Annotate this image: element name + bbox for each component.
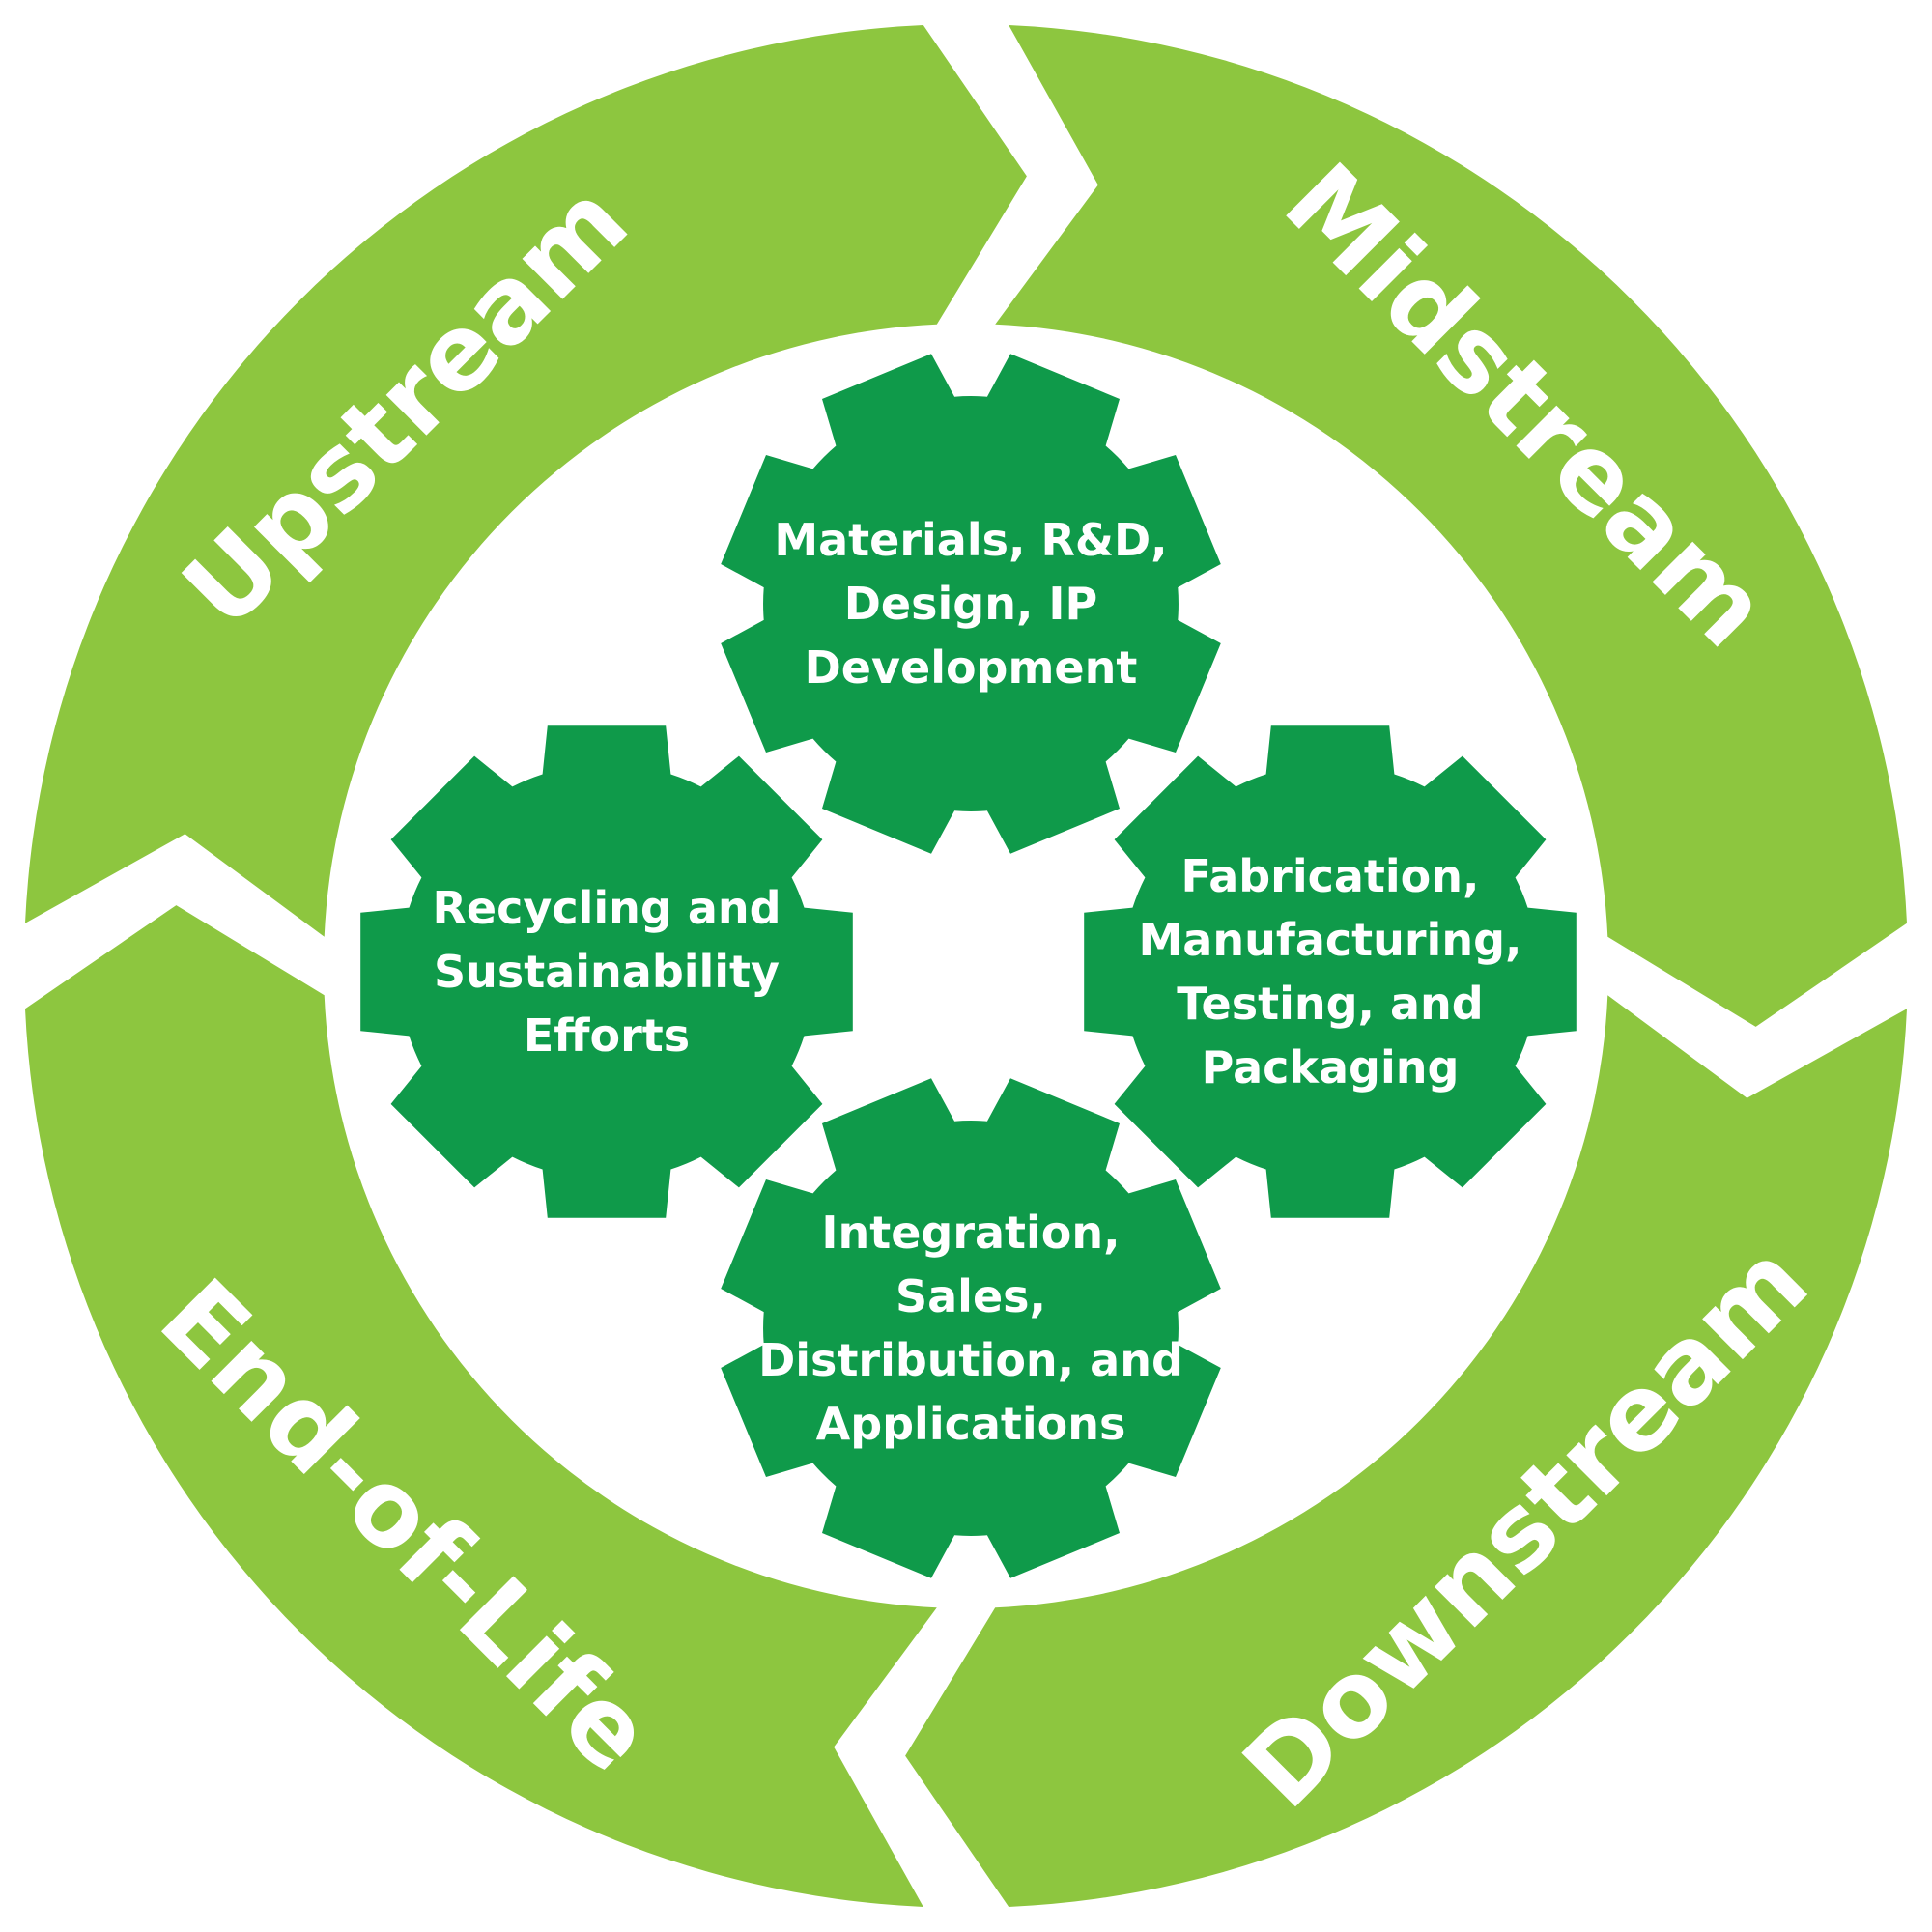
gear-integration: Integration, Sales, Distribution, andAppli… [721, 1078, 1221, 1578]
gear-shape-fabrication [1084, 725, 1577, 1218]
ring-segment-midstream [995, 25, 1907, 1027]
gear-label-line: Development [805, 641, 1138, 694]
ring [25, 25, 1907, 1907]
gear-label-line: Applications [816, 1398, 1126, 1450]
gear-label-line: Fabrication, [1180, 850, 1479, 902]
ring-segment-downstream [905, 995, 1907, 1907]
gear-label-line: Integration, [821, 1207, 1120, 1259]
gear-label-line: Sales, [895, 1270, 1046, 1322]
gear-shape-integration [721, 1078, 1221, 1578]
gear-label-line: Recycling and [432, 882, 781, 934]
gears: Materials, R&D, Design, IP DevelopmentFabr… [360, 354, 1577, 1578]
ring-segment-end-of-life [25, 905, 937, 1907]
gear-label-line: Distribution, and [758, 1334, 1183, 1386]
ring-segment-upstream [25, 25, 1027, 937]
gear-materials: Materials, R&D, Design, IP Development [721, 354, 1221, 854]
gear-label-line: Testing, and [1177, 978, 1484, 1030]
gear-shape-materials [721, 354, 1221, 854]
gear-shape-recycling [360, 725, 853, 1218]
gear-label-line: Design, IP [844, 578, 1098, 630]
gear-label-line: Sustainability [434, 946, 780, 998]
gear-label-line: Packaging [1202, 1041, 1460, 1094]
gear-fabrication: Fabrication, Manufacturing, Testing, andPa… [1084, 725, 1577, 1218]
gear-label-line: Efforts [524, 1009, 690, 1062]
gear-label-line: Manufacturing, [1139, 914, 1522, 966]
gear-label-line: Materials, R&D, [774, 514, 1167, 566]
